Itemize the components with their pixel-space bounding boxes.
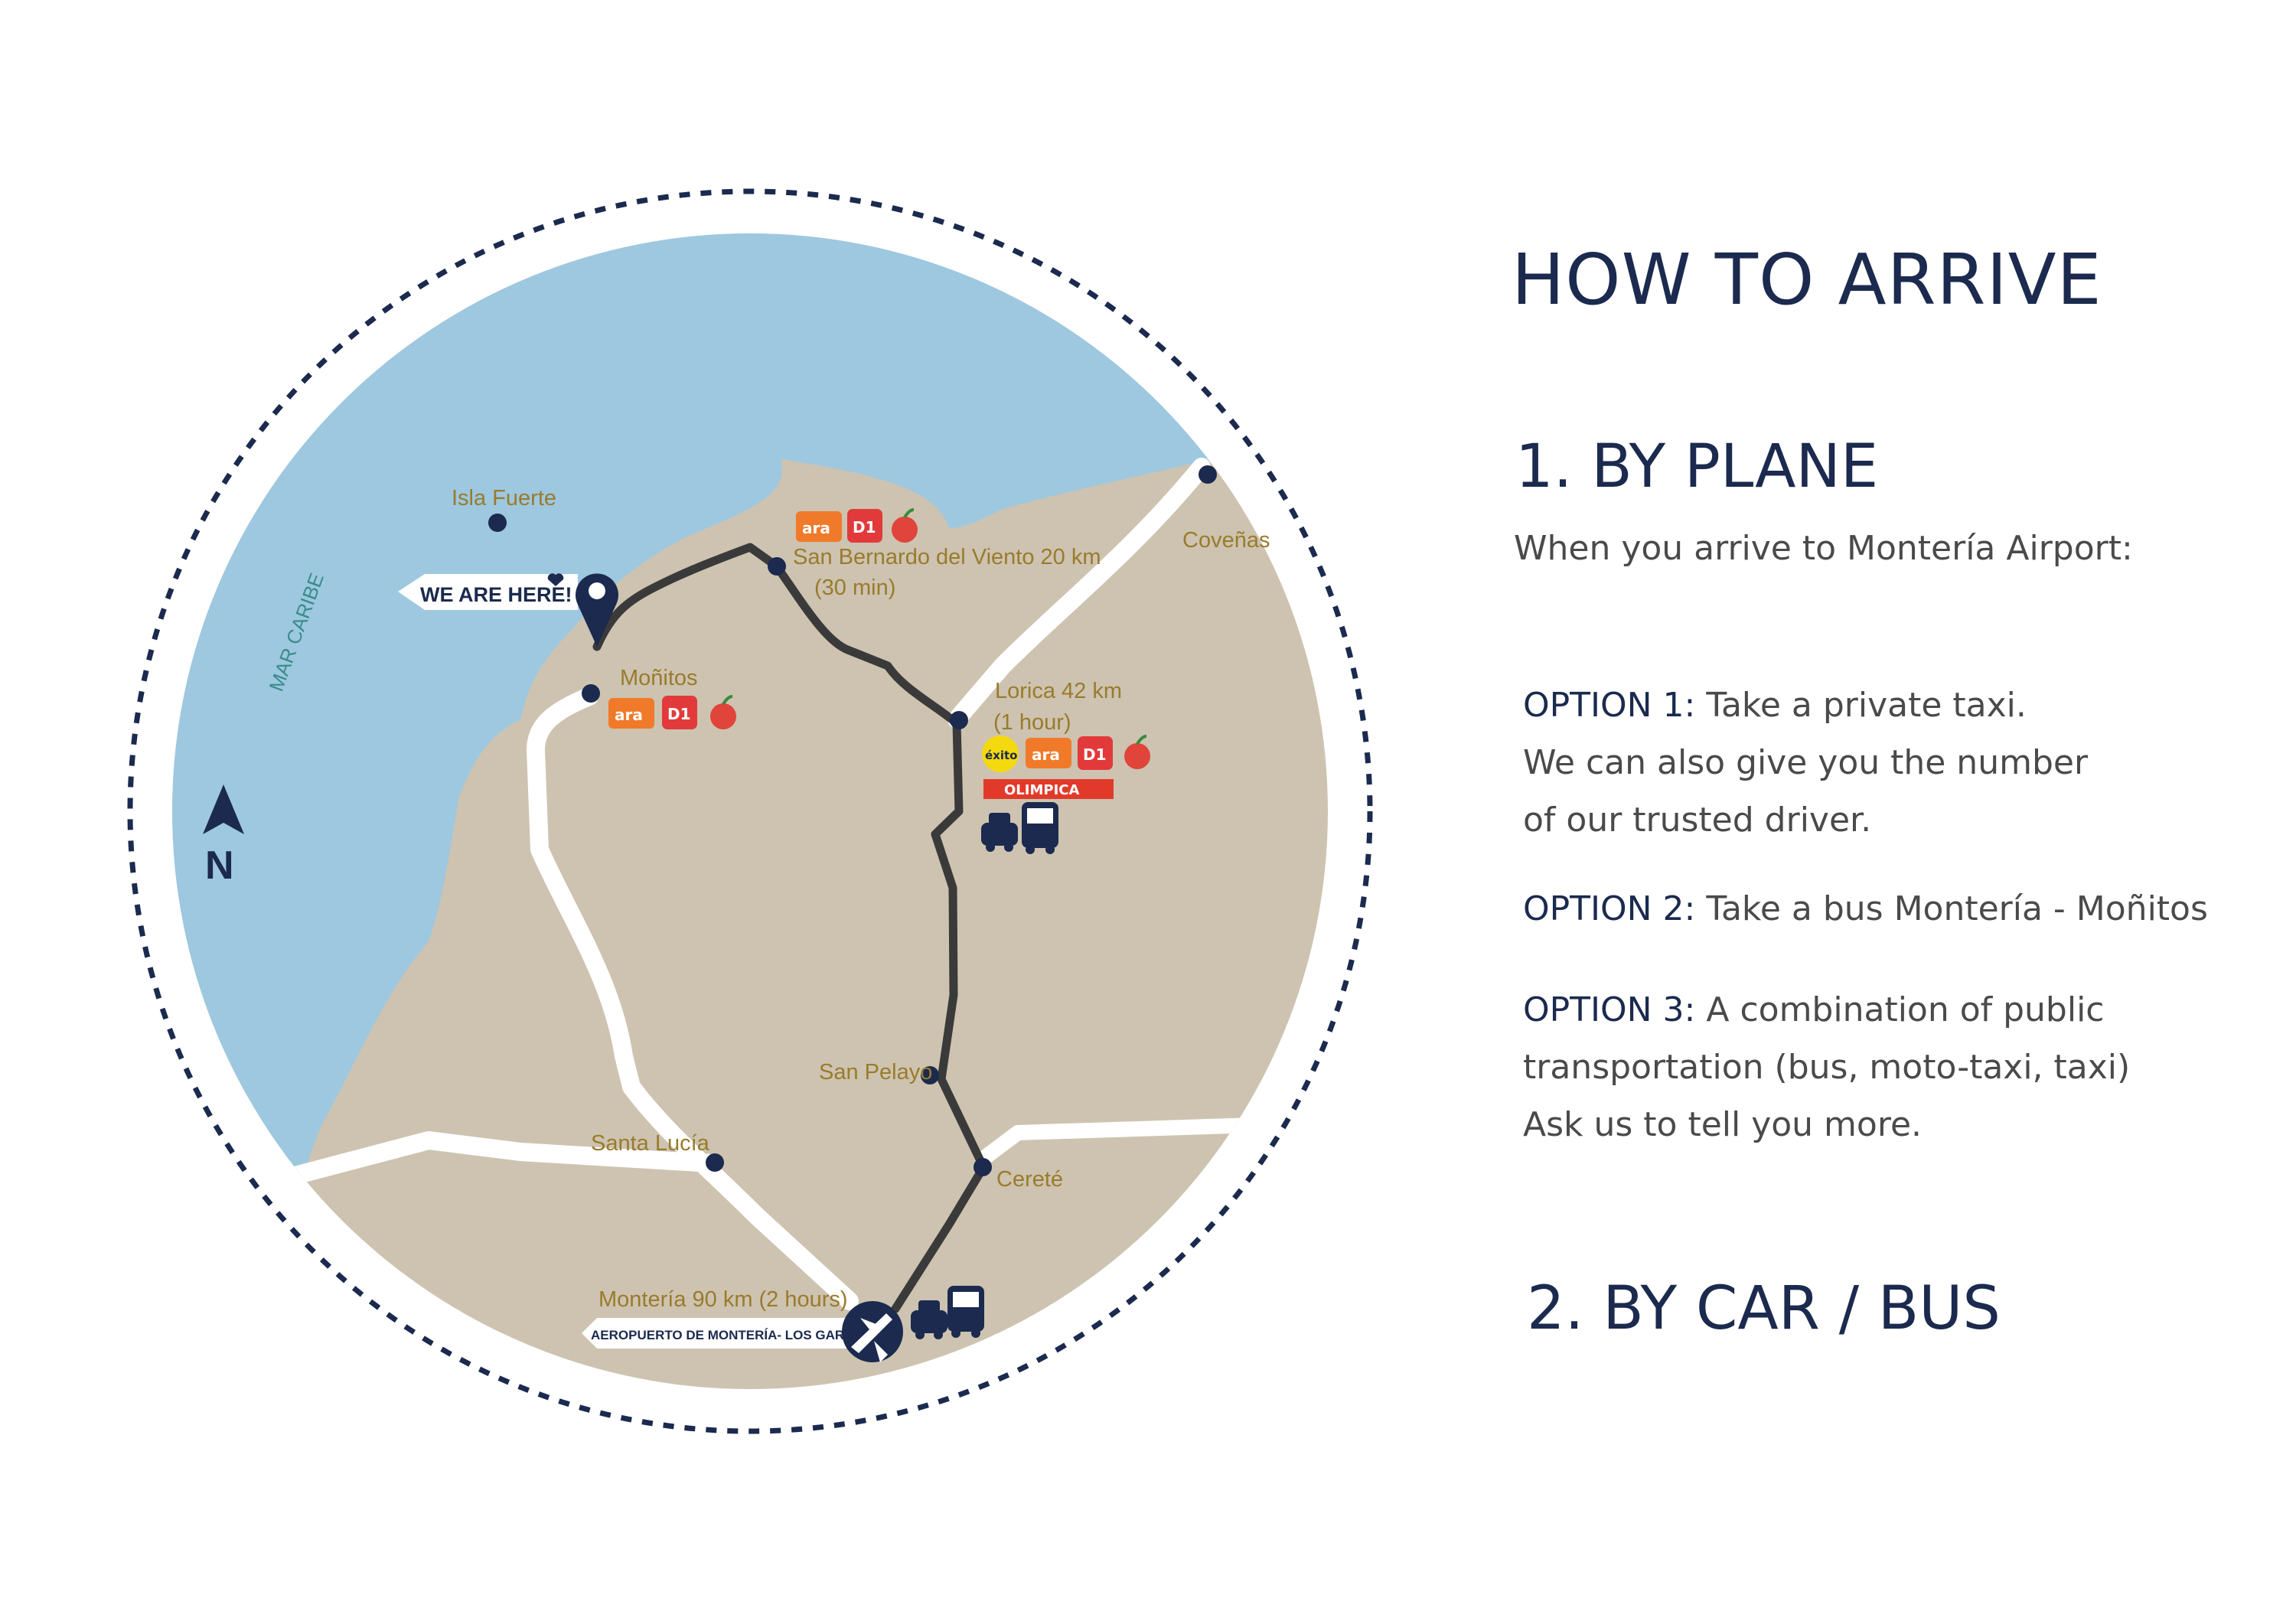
page-title: HOW TO ARRIVE bbox=[1512, 239, 2102, 321]
stores-monitos: ara D1 bbox=[608, 695, 736, 729]
svg-text:ara: ara bbox=[615, 706, 643, 724]
label-isla-fuerte: Isla Fuerte bbox=[452, 486, 556, 510]
taxi-icon bbox=[981, 813, 1018, 852]
north-arrow-icon: N bbox=[203, 784, 244, 888]
label-lorica: Lorica 42 km bbox=[995, 679, 1122, 703]
by-plane-intro: When you arrive to Montería Airport: bbox=[1514, 529, 2133, 568]
label-cerete: Cereté bbox=[996, 1167, 1063, 1192]
svg-text:AEROPUERTO DE MONTERÍA- LOS GA: AEROPUERTO DE MONTERÍA- LOS GARZONES bbox=[591, 1328, 889, 1342]
location-pin-icon bbox=[576, 573, 618, 647]
svg-text:D1: D1 bbox=[853, 518, 876, 537]
apple-icon bbox=[1124, 735, 1150, 769]
section-by-plane-heading: 1. BY PLANE bbox=[1515, 432, 1879, 501]
route-line bbox=[592, 543, 988, 1313]
label-san-pelayo: San Pelayo bbox=[819, 1060, 932, 1084]
svg-text:D1: D1 bbox=[667, 705, 691, 723]
airplane-icon bbox=[842, 1301, 903, 1362]
svg-text:N: N bbox=[205, 843, 234, 888]
option-3-line-3: Ask us to tell you more. bbox=[1523, 1105, 1922, 1144]
svg-text:éxito: éxito bbox=[985, 749, 1017, 762]
label-covenas: Coveñas bbox=[1182, 528, 1270, 553]
option-2-key: OPTION 2: bbox=[1523, 889, 1696, 928]
option-3-line-2: transportation (bus, moto-taxi, taxi) bbox=[1523, 1048, 2131, 1087]
label-san-bernardo-time: (30 min) bbox=[814, 576, 895, 600]
label-santa-lucia: Santa Lucía bbox=[591, 1131, 710, 1156]
svg-text:D1: D1 bbox=[1083, 745, 1107, 764]
apple-icon bbox=[892, 508, 918, 543]
road-network bbox=[274, 458, 1263, 1310]
bus-icon bbox=[947, 1286, 984, 1338]
town-dots bbox=[488, 465, 1217, 1176]
apple-icon bbox=[710, 695, 736, 729]
we-are-here-callout: WE ARE HERE! bbox=[398, 573, 578, 610]
option-1-key: OPTION 1: bbox=[1523, 686, 1696, 725]
label-monteria: Montería 90 km (2 hours) bbox=[598, 1287, 848, 1312]
label-monitos: Moñitos bbox=[620, 666, 698, 690]
bus-icon bbox=[1022, 802, 1058, 854]
stores-san-bernardo: ara D1 bbox=[796, 508, 918, 543]
svg-text:ara: ara bbox=[802, 519, 830, 537]
airport-callout: AEROPUERTO DE MONTERÍA- LOS GARZONES bbox=[582, 1318, 889, 1349]
svg-text:OLIMPICA: OLIMPICA bbox=[1004, 782, 1079, 798]
option-3-key: OPTION 3: bbox=[1523, 990, 1696, 1029]
stores-lorica: éxito ara D1 OLIMPICA bbox=[982, 735, 1150, 799]
option-2: OPTION 2: Take a bus Montería - Moñitos bbox=[1523, 880, 2208, 938]
map-dotted-border bbox=[127, 188, 1373, 1434]
option-1-line-2: We can also give you the number bbox=[1523, 743, 2089, 782]
option-1: OPTION 1: Take a private taxi. We can al… bbox=[1523, 677, 2088, 849]
label-san-bernardo: San Bernardo del Viento 20 km bbox=[793, 545, 1101, 569]
taxi-icon bbox=[911, 1300, 947, 1339]
option-1-line-3: of our trusted driver. bbox=[1523, 801, 1872, 840]
option-2-text: Take a bus Montería - Moñitos bbox=[1706, 889, 2208, 928]
svg-text:WE ARE HERE!: WE ARE HERE! bbox=[420, 583, 572, 606]
option-3: OPTION 3: A combination of public transp… bbox=[1523, 981, 2130, 1153]
section-by-car-bus-heading: 2. BY CAR / BUS bbox=[1527, 1274, 2001, 1343]
option-3-text: A combination of public bbox=[1706, 990, 2105, 1029]
sea-area bbox=[172, 233, 1328, 1225]
option-1-text: Take a private taxi. bbox=[1706, 686, 2027, 725]
svg-text:ara: ara bbox=[1032, 745, 1060, 764]
label-lorica-time: (1 hour) bbox=[993, 710, 1071, 735]
